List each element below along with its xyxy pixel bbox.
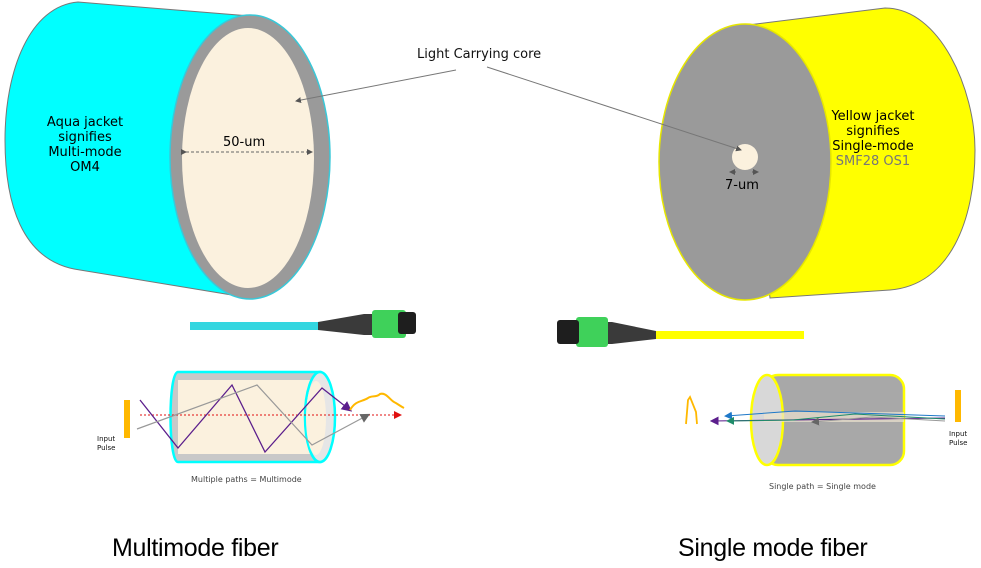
multimode-jacket-text: Aqua jacket signifies Multi-mode OM4 [30, 115, 140, 175]
singlemode-cylinder [658, 7, 976, 301]
multimode-connector-housing [372, 310, 406, 338]
sm-input-pulse-bar [955, 390, 961, 422]
mm-input-label-2: Pulse [97, 444, 115, 452]
sm-jacket-line-1: Yellow jacket [831, 109, 915, 124]
mm-jacket-line-2: signifies [58, 130, 112, 145]
mm-jacket-line-4: OM4 [70, 160, 100, 175]
multimode-propagation [124, 370, 405, 464]
sm-input-label-1: Input [949, 430, 967, 438]
singlemode-boot [604, 322, 656, 344]
mm-input-label-1: Input [97, 435, 115, 443]
sm-jacket-line-2: signifies [846, 124, 900, 139]
multimode-diagram-caption: Multiple paths = Multimode [191, 475, 302, 484]
multimode-core [182, 28, 314, 288]
input-pulse-bar [124, 400, 130, 438]
multimode-core-size: 50-um [223, 135, 266, 150]
sm-input-label-2: Pulse [949, 439, 967, 447]
multimode-boot [318, 314, 372, 335]
singlemode-core-size: 7-um [725, 178, 759, 193]
sm-jacket-subtext: SMF28 OS1 [835, 154, 911, 169]
singlemode-cable [557, 317, 804, 347]
singlemode-connector-housing [576, 317, 608, 347]
output-pulse-shape [685, 395, 698, 425]
singlemode-title: Single mode fiber [678, 534, 868, 562]
singlemode-jacket-text: Yellow jacket signifies Single-mode SMF2… [818, 109, 928, 169]
singlemode-cable-line [652, 331, 804, 339]
callout-label: Light Carrying core [417, 47, 541, 62]
mm-jacket-line-1: Aqua jacket [46, 115, 124, 130]
output-pulse-wave [349, 392, 405, 411]
multimode-cable-line [190, 322, 325, 330]
multimode-connector-tip [398, 312, 416, 334]
mm-jacket-line-3: Multi-mode [48, 145, 122, 160]
multimode-title: Multimode fiber [112, 534, 279, 562]
singlemode-propagation [685, 373, 961, 467]
multimode-cable [190, 310, 416, 338]
sm-jacket-line-3: Single-mode [832, 139, 914, 154]
multimode-cylinder [4, 1, 331, 300]
singlemode-connector-tip [557, 320, 579, 344]
singlemode-diagram-caption: Single path = Single mode [769, 482, 876, 491]
callout-lines [295, 66, 742, 152]
